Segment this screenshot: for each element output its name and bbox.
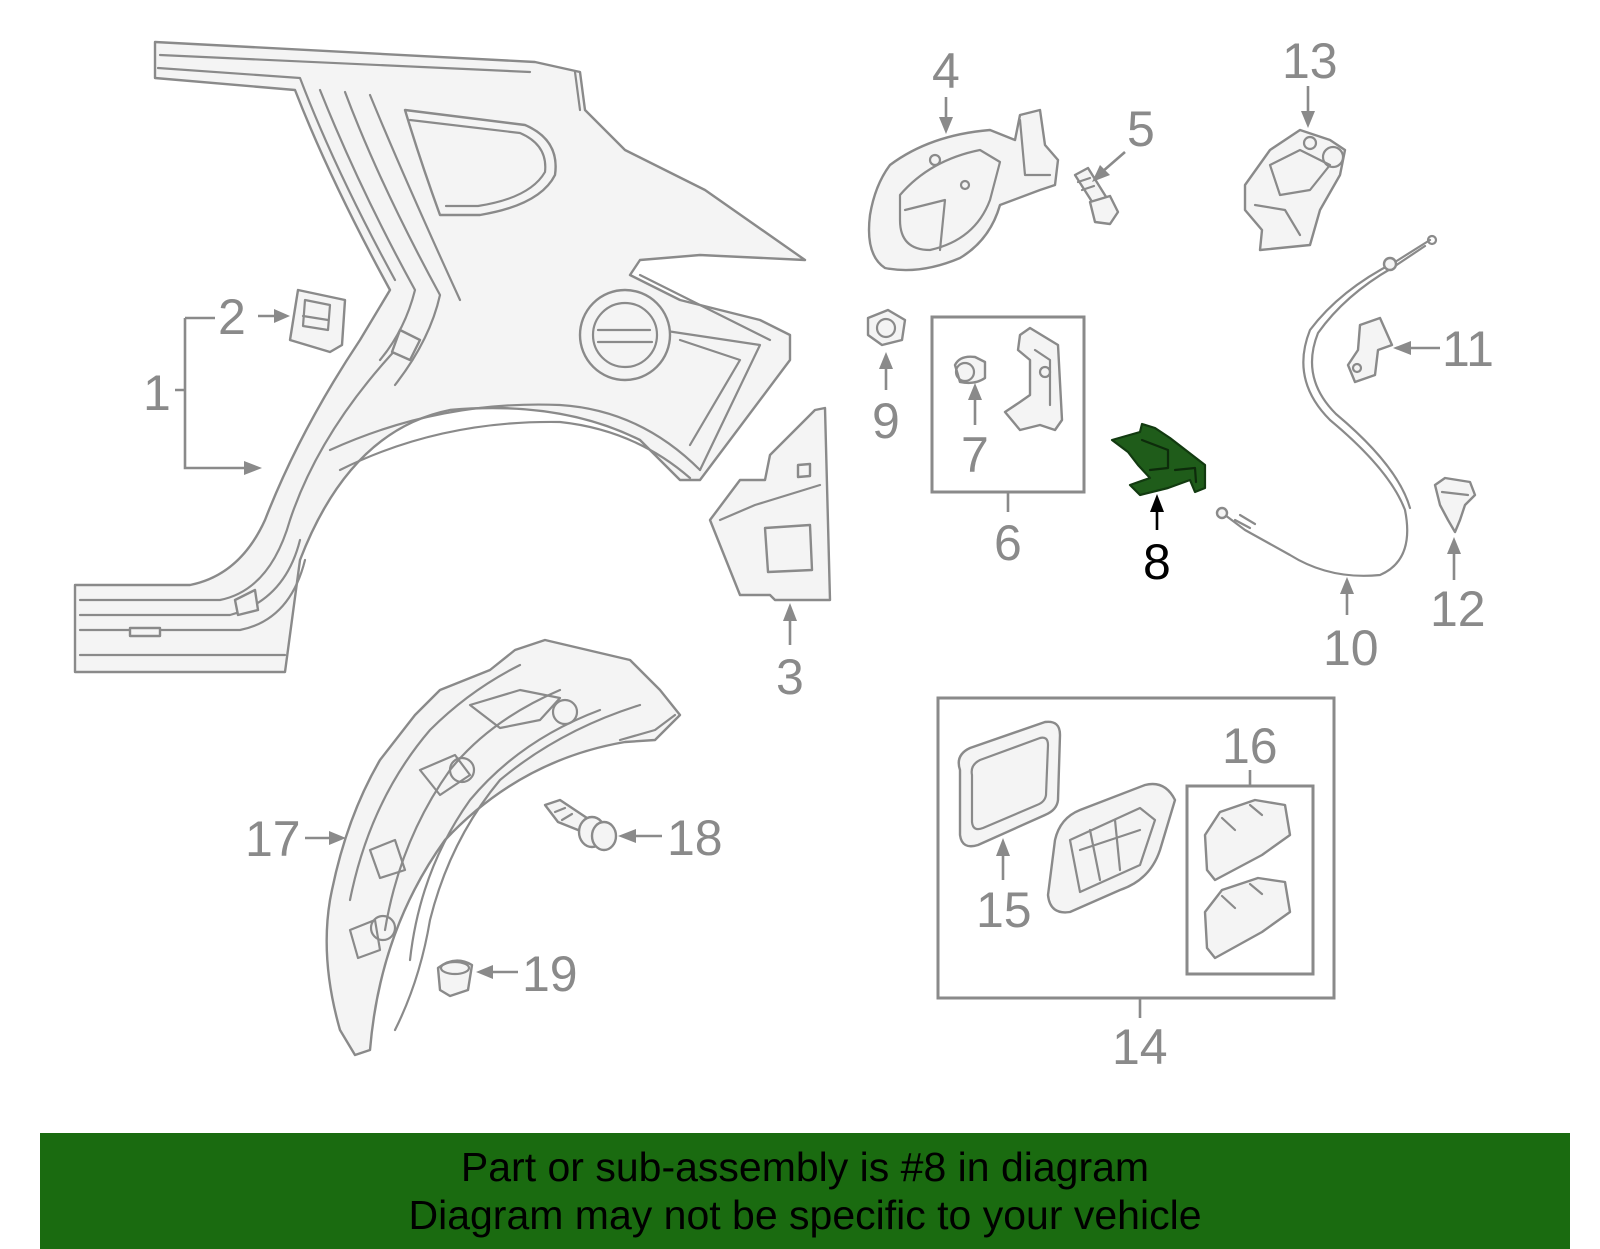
- callout-18: 18: [667, 810, 723, 866]
- extension-bracket-part-3: [708, 406, 832, 602]
- callout-14: 14: [1112, 1019, 1168, 1075]
- fuel-door-frame-part-15: [1046, 782, 1177, 914]
- callout-15: 15: [976, 882, 1032, 938]
- callout-7: 7: [961, 427, 989, 483]
- callout-12: 12: [1430, 581, 1486, 637]
- callout-17: 17: [245, 811, 301, 867]
- cable-clip-part-11: [1346, 316, 1394, 384]
- quarter-panel-part: [73, 40, 807, 674]
- callout-10: 10: [1323, 620, 1379, 676]
- callout-9: 9: [872, 393, 900, 449]
- callout-4: 4: [932, 43, 960, 99]
- seal-part-16-lower: [1203, 876, 1292, 960]
- lock-actuator-part-13: [1243, 128, 1347, 252]
- assembly-box-14: [936, 696, 1336, 1000]
- fuel-door-housing-part-4: [867, 108, 1060, 272]
- rivet-part-18: [543, 798, 618, 852]
- bolt-part-5: [1073, 166, 1120, 226]
- gasket-part-15: [957, 720, 1062, 848]
- callout-16: 16: [1222, 718, 1278, 774]
- push-clip-part-12: [1433, 476, 1477, 534]
- leader-lines: [175, 86, 1461, 1018]
- callout-19: 19: [522, 946, 578, 1002]
- clip-part-2: [288, 288, 347, 354]
- seal-part-16-upper: [1203, 798, 1292, 882]
- callout-8: 8: [1143, 534, 1171, 590]
- release-cable-part-10: [1215, 234, 1438, 577]
- wheel-house-liner-part-17: [325, 638, 682, 1057]
- callout-5: 5: [1127, 101, 1155, 157]
- callout-labels: 1 2 3 4 5 6 7 8 9 10 11 12 13 14 15 16 1…: [143, 33, 1494, 1075]
- highlighted-part-8: [1110, 422, 1207, 497]
- banner-line-1: Part or sub-assembly is #8 in diagram: [460, 1144, 1150, 1190]
- callout-2: 2: [218, 289, 246, 345]
- callout-1: 1: [143, 365, 171, 421]
- bumper-part-7: [953, 355, 987, 385]
- hinge-bracket-part-6: [1003, 326, 1064, 432]
- parts-diagram: 1 2 3 4 5 6 7 8 9 10 11 12 13 14 15 16 1…: [73, 33, 1494, 1075]
- nut-part-19: [436, 959, 474, 998]
- callout-13: 13: [1282, 33, 1338, 89]
- callout-11: 11: [1442, 321, 1494, 377]
- callout-6: 6: [994, 515, 1022, 571]
- banner-line-2: Diagram may not be specific to your vehi…: [408, 1192, 1202, 1238]
- callout-3: 3: [776, 649, 804, 705]
- info-banner: Part or sub-assembly is #8 in diagram Di…: [40, 1133, 1570, 1249]
- nut-part-9: [866, 308, 907, 347]
